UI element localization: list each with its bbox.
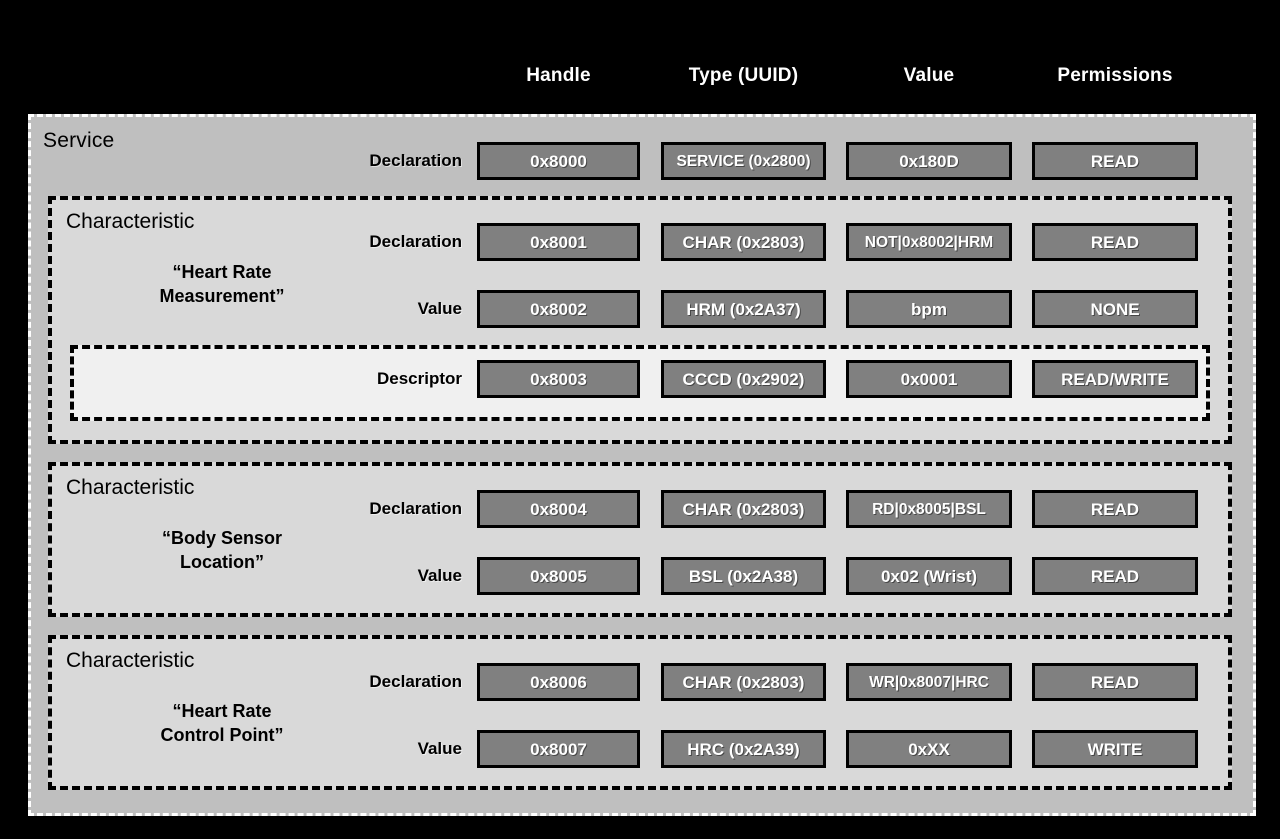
column-header-permissions: Permissions — [1057, 65, 1173, 86]
row-label-declaration: Declaration — [369, 672, 462, 691]
characteristic-2-declaration-row: Declaration 0x8004 CHAR (0x2803) RD|0x80… — [0, 490, 1280, 528]
characteristic-2-value-value: 0x02 (Wrist) — [846, 557, 1012, 595]
column-header-type: Type (UUID) — [688, 65, 799, 86]
characteristic-2-declaration-type: CHAR (0x2803) — [661, 490, 826, 528]
characteristic-3-value-value: 0xXX — [846, 730, 1012, 768]
characteristic-3-declaration-permissions: READ — [1032, 663, 1198, 701]
service-declaration-value: 0x180D — [846, 142, 1012, 180]
characteristic-1-value-permissions: NONE — [1032, 290, 1198, 328]
characteristic-2-declaration-permissions: READ — [1032, 490, 1198, 528]
characteristic-2-value-handle: 0x8005 — [477, 557, 640, 595]
service-declaration-row: Declaration 0x8000 SERVICE (0x2800) 0x18… — [0, 142, 1280, 180]
characteristic-1-descriptor-value: 0x0001 — [846, 360, 1012, 398]
characteristic-1-declaration-value: NOT|0x8002|HRM — [846, 223, 1012, 261]
characteristic-1-value-value: bpm — [846, 290, 1012, 328]
characteristic-1-value-type: HRM (0x2A37) — [661, 290, 826, 328]
row-label-declaration: Declaration — [369, 232, 462, 251]
descriptor-container-1 — [70, 345, 1210, 421]
characteristic-1-descriptor-row: Descriptor 0x8003 CCCD (0x2902) 0x0001 R… — [0, 360, 1280, 398]
characteristic-3-value-handle: 0x8007 — [477, 730, 640, 768]
row-label-descriptor: Descriptor — [376, 369, 462, 388]
column-header-value: Value — [903, 65, 955, 86]
characteristic-title-2: Characteristic — [66, 476, 195, 499]
characteristic-title-3: Characteristic — [66, 649, 195, 672]
characteristic-1-declaration-handle: 0x8001 — [477, 223, 640, 261]
row-label-value: Value — [417, 299, 462, 318]
row-label-declaration: Declaration — [369, 151, 462, 170]
characteristic-3-value-row: Value 0x8007 HRC (0x2A39) 0xXX WRITE — [0, 730, 1280, 768]
service-title: Service — [43, 129, 115, 152]
characteristic-1-descriptor-handle: 0x8003 — [477, 360, 640, 398]
characteristic-2-value-type: BSL (0x2A38) — [661, 557, 826, 595]
service-declaration-type: SERVICE (0x2800) — [661, 142, 826, 180]
characteristic-name-1: “Heart Rate Measurement” — [159, 262, 285, 306]
characteristic-3-declaration-type: CHAR (0x2803) — [661, 663, 826, 701]
characteristic-3-declaration-handle: 0x8006 — [477, 663, 640, 701]
characteristic-name-2: “Body Sensor Location” — [161, 528, 283, 572]
column-headers: Handle Type (UUID) Value Permissions — [0, 62, 1280, 92]
characteristic-1-value-row: Value 0x8002 HRM (0x2A37) bpm NONE — [0, 290, 1280, 328]
characteristic-2-declaration-value: RD|0x8005|BSL — [846, 490, 1012, 528]
characteristic-3-declaration-value: WR|0x8007|HRC — [846, 663, 1012, 701]
characteristic-2-declaration-handle: 0x8004 — [477, 490, 640, 528]
characteristic-1-value-handle: 0x8002 — [477, 290, 640, 328]
service-declaration-permissions: READ — [1032, 142, 1198, 180]
row-label-declaration: Declaration — [369, 499, 462, 518]
row-label-value: Value — [417, 739, 462, 758]
characteristic-2-value-row: Value 0x8005 BSL (0x2A38) 0x02 (Wrist) R… — [0, 557, 1280, 595]
characteristic-1-descriptor-permissions: READ/WRITE — [1032, 360, 1198, 398]
characteristic-1-declaration-row: Declaration 0x8001 CHAR (0x2803) NOT|0x8… — [0, 223, 1280, 261]
characteristic-2-value-permissions: READ — [1032, 557, 1198, 595]
characteristic-3-value-permissions: WRITE — [1032, 730, 1198, 768]
characteristic-3-value-type: HRC (0x2A39) — [661, 730, 826, 768]
characteristic-title-1: Characteristic — [66, 210, 195, 233]
characteristic-1-declaration-permissions: READ — [1032, 223, 1198, 261]
row-label-value: Value — [417, 566, 462, 585]
service-declaration-handle: 0x8000 — [477, 142, 640, 180]
characteristic-container-3: Characteristic “Heart Rate Control Point… — [48, 635, 1232, 790]
characteristic-name-3: “Heart Rate Control Point” — [160, 701, 284, 745]
characteristic-3-declaration-row: Declaration 0x8006 CHAR (0x2803) WR|0x80… — [0, 663, 1280, 701]
characteristic-1-declaration-type: CHAR (0x2803) — [661, 223, 826, 261]
column-header-handle: Handle — [526, 65, 591, 86]
characteristic-1-descriptor-type: CCCD (0x2902) — [661, 360, 826, 398]
